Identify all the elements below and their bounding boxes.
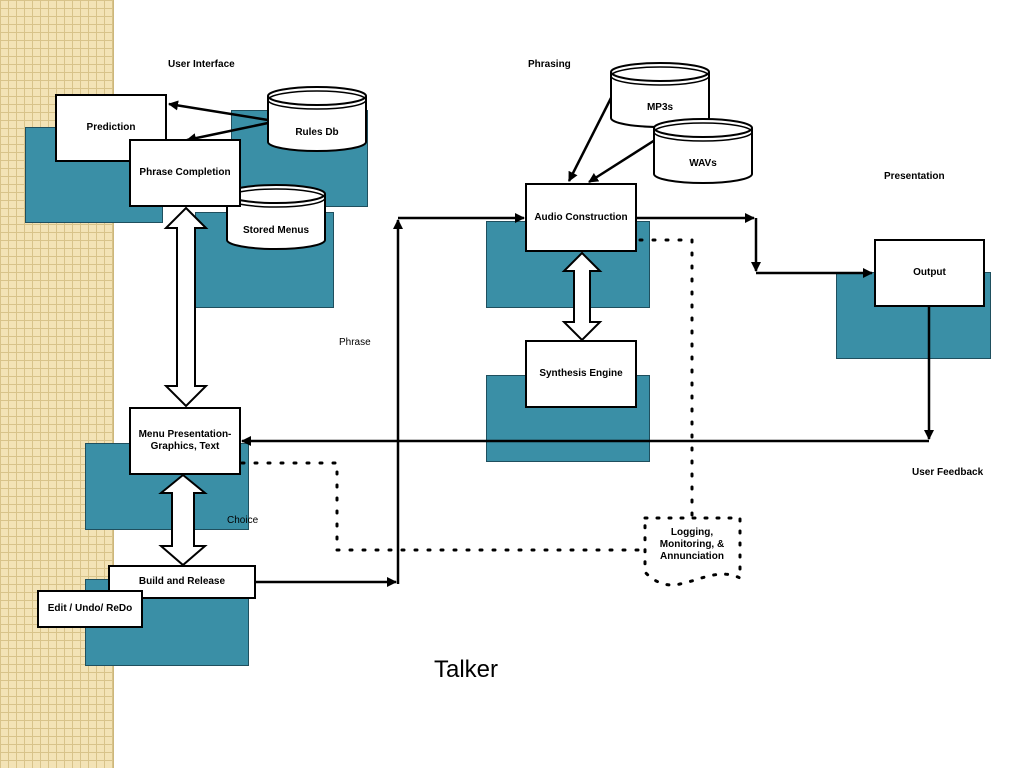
presentation-label: Presentation [884, 171, 945, 182]
mp3s-label: MP3s [646, 102, 674, 113]
output-box: Output [874, 239, 985, 307]
audio-to-logging-dotted [638, 238, 694, 520]
audio-construction-box: Audio Construction [525, 183, 637, 252]
logging-label: Logging, Monitoring, & Annunciation [659, 527, 725, 562]
wavs-to-audio-arrow [588, 138, 656, 184]
rules-to-phrase-completion-arrow [186, 121, 269, 144]
mp3s-to-audio-arrow [567, 97, 613, 182]
phrase-completion-box: Phrase Completion [129, 139, 241, 207]
stored-menus-cylinder [226, 184, 326, 250]
user-interface-label: User Interface [168, 59, 235, 70]
choice-label: Choice [227, 515, 259, 526]
rules-to-prediction-arrow [168, 100, 269, 122]
menu-build-double-arrow [158, 473, 208, 567]
phrase-label: Phrase [339, 337, 371, 348]
audio-synthesis-double-arrow [561, 251, 603, 342]
stored-menus-label: Stored Menus [242, 225, 310, 236]
user-feedback-label: User Feedback [912, 467, 984, 478]
edit-undo-redo-box: Edit / Undo/ ReDo [37, 590, 143, 628]
menu-presentation-box: Menu Presentation-Graphics, Text [129, 407, 241, 475]
phrasing-label: Phrasing [528, 59, 571, 70]
synthesis-engine-box: Synthesis Engine [525, 340, 637, 408]
menu-to-logging-dotted [240, 461, 642, 552]
wavs-label: WAVs [689, 158, 717, 169]
wavs-cylinder [653, 118, 753, 184]
rules-db-cylinder [267, 86, 367, 152]
rules-db-label: Rules Db [295, 127, 339, 138]
phrase-menu-double-arrow [163, 206, 209, 408]
mp3s-cylinder [610, 62, 710, 128]
diagram-title: Talker [434, 656, 499, 683]
logging-dotted-outline [643, 516, 742, 587]
